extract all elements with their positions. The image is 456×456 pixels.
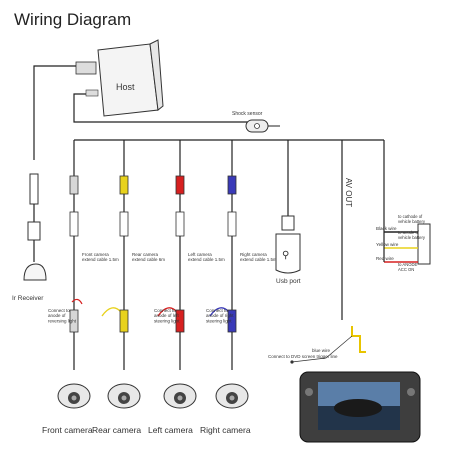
camera-name: Front camera — [42, 425, 93, 435]
camera-plug-lower — [119, 309, 129, 333]
av-out-label: AV OUT — [344, 178, 353, 207]
av-out: AV OUT — [341, 178, 353, 320]
camera-plug-upper — [227, 175, 237, 195]
usb-icon: ⚲ — [282, 250, 289, 261]
extension-plug — [227, 211, 237, 237]
tuning-knob-icon — [407, 388, 415, 396]
extension-plug — [175, 211, 185, 237]
diagram-title: Wiring Diagram — [14, 10, 132, 29]
camera-plug-upper — [69, 175, 79, 195]
ir-receiver: Ir Receiver — [12, 173, 47, 302]
shock-sensor-label: Shock sensor — [232, 111, 263, 117]
shock-sensor: Shock sensor — [232, 111, 280, 133]
usb-port: ⚲ Usb port — [275, 215, 301, 285]
extension-plug — [119, 211, 129, 237]
volume-knob-icon — [305, 388, 313, 396]
camera-name: Rear camera — [92, 425, 141, 435]
ir-receiver-label: Ir Receiver — [12, 295, 44, 302]
host-label: Host — [116, 82, 135, 92]
harness-wires — [33, 65, 385, 312]
dvd-trigger-label: Connect to DVD screen trigger line — [268, 354, 338, 359]
camera-name: Left camera — [148, 425, 193, 435]
dvd-trigger: Connect to DVD screen trigger line blue … — [268, 326, 366, 364]
head-unit-screen — [299, 371, 421, 443]
usb-port-label: Usb port — [276, 278, 301, 285]
camera-name: Right camera — [200, 425, 251, 435]
power-wire-label: Black wire — [376, 226, 397, 231]
host-unit: Host — [75, 39, 164, 117]
power-wire-label: Red wire — [376, 256, 394, 261]
camera-plug-upper — [175, 175, 185, 195]
dvd-wire-label: blue wire — [312, 348, 331, 353]
camera-plug-upper — [119, 175, 129, 195]
power-connector — [417, 223, 431, 265]
extension-plug — [69, 211, 79, 237]
power-wire-label: Yellow wire — [376, 242, 399, 247]
host-connector — [75, 61, 97, 75]
